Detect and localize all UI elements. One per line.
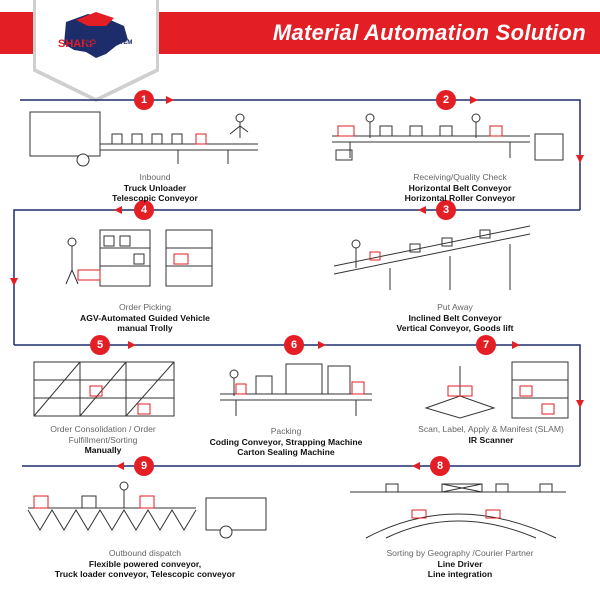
equipment-line: Carton Sealing Machine [237,447,335,457]
equipment-line: Truck Unloader [123,182,187,193]
equipment-line: IR Scanner [468,434,514,445]
arrow-right-icon [470,96,478,104]
arrow-down-icon [10,278,18,286]
step-badge-3: 3 [436,200,456,220]
stage-label: Outbound dispatch [108,548,182,558]
page-title: Material Automation Solution [272,20,586,45]
scanner-illustration [424,361,569,419]
truck-unloader-illustration [29,111,258,167]
equipment-line: Line integration [427,569,493,579]
arrow-right-icon [512,341,520,349]
step-badge-1: 1 [134,90,154,110]
equipment-line: Flexible powered conveyor, [88,558,202,569]
arrow-left-icon [116,462,124,470]
step-badge-2: 2 [436,90,456,110]
sorting-line-illustration [350,483,566,539]
caption-step-6: Packing Coding Conveyor, Strapping Machi… [196,426,376,458]
equipment-line: AGV-Automated Guided Vehicle [80,312,210,323]
caption-step-9: Outbound dispatch Flexible powered conve… [20,548,270,580]
equipment-line: manual Trolly [117,323,173,333]
stage-label: Packing [270,426,302,436]
logo-sub: BOARD SYSTEM [84,40,133,46]
caption-step-2: Receiving/Quality Check Horizontal Belt … [360,172,560,204]
equipment-line: Vertical Conveyor, Goods lift [396,323,514,333]
step-badge-8: 8 [430,456,450,476]
arrow-right-icon [128,341,136,349]
logo-brand: SHARP [58,38,97,50]
caption-step-4: Order Picking AGV-Automated Guided Vehic… [50,302,240,334]
step-badge-9: 9 [134,456,154,476]
equipment-line: Horizontal Belt Conveyor [408,182,512,193]
stage-label: Put Away [437,302,473,312]
equipment-line: Truck loader conveyor, Telescopic convey… [54,569,236,579]
stage-label: Scan, Label, Apply & Manifest (SLAM) [418,424,564,434]
arrow-right-icon [318,341,326,349]
equipment-line: Inclined Belt Conveyor [408,312,502,323]
arrow-down-icon [576,400,584,408]
step-badge-7: 7 [476,335,496,355]
receiving-conveyor-illustration [332,113,564,161]
caption-step-1: Inbound Truck Unloader Telescopic Convey… [70,172,240,204]
stage-label: Order Picking [118,302,172,312]
racking-illustration [33,361,175,417]
step-badge-6: 6 [284,335,304,355]
stage-label: Order Consolidation / Order Fulfillment/… [50,424,156,445]
stage-label: Sorting by Geography /Courier Partner [386,548,534,558]
caption-step-5: Order Consolidation / Order Fulfillment/… [18,424,188,456]
packing-machine-illustration [220,363,372,416]
step-badge-5: 5 [90,335,110,355]
outbound-conveyor-illustration [27,481,267,539]
logo-map-icon [64,12,128,58]
caption-step-3: Put Away Inclined Belt Conveyor Vertical… [360,302,550,334]
arrow-right-icon [166,96,174,104]
caption-step-7: Scan, Label, Apply & Manifest (SLAM) IR … [416,424,566,445]
equipment-line: Line Driver [437,558,483,569]
order-picking-illustration [65,229,213,287]
step-badge-4: 4 [134,200,154,220]
stage-label: Receiving/Quality Check [413,172,507,182]
caption-step-8: Sorting by Geography /Courier Partner Li… [355,548,565,580]
equipment-line: Coding Conveyor, Strapping Machine [209,436,363,447]
put-away-illustration [333,225,531,290]
equipment-line: Telescopic Conveyor [112,193,198,203]
arrow-left-icon [114,206,122,214]
equipment-line: Manually [84,445,122,455]
stage-label: Inbound [139,172,171,182]
arrow-down-icon [576,155,584,163]
arrow-left-icon [412,462,420,470]
equipment-line: Horizontal Roller Conveyor [404,193,516,203]
arrow-left-icon [418,206,426,214]
